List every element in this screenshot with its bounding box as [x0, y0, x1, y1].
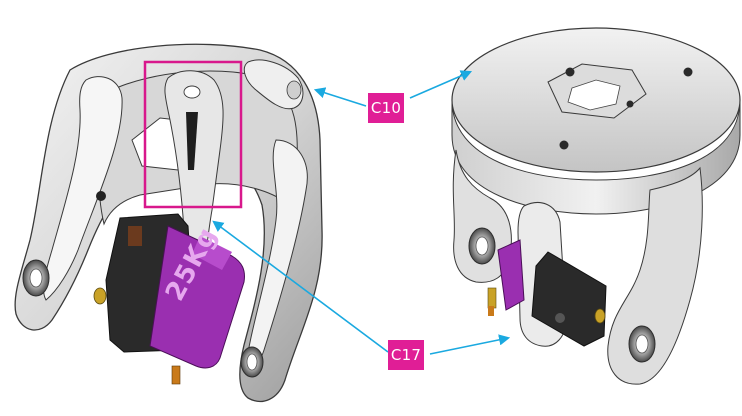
left-top-bracket	[243, 59, 304, 110]
right-disc-screw-1	[565, 67, 575, 77]
highlight-box	[143, 60, 243, 209]
c10-arrow-left	[313, 87, 367, 107]
callout-label-c17: C17	[388, 340, 424, 370]
left-assembly	[14, 43, 323, 403]
left-screw-head	[96, 191, 106, 201]
left-brass-bushing	[93, 287, 107, 305]
right-disc-screw-3	[559, 140, 569, 150]
right-disc-screw-4	[626, 100, 634, 108]
right-servo-body	[497, 239, 525, 311]
callout-label-c10: C10	[368, 93, 404, 123]
right-right-leg	[607, 166, 703, 385]
right-servo-case	[531, 251, 607, 347]
right-brass-bushing	[594, 308, 606, 324]
right-disc-screw-2	[683, 67, 693, 77]
right-left-leg	[452, 149, 512, 283]
left-arm-tube	[43, 76, 123, 301]
c10-arrow-right	[409, 70, 473, 99]
c17-arrow-right	[429, 334, 511, 355]
right-assembly	[451, 27, 741, 385]
c17-arrow-left	[212, 220, 389, 353]
